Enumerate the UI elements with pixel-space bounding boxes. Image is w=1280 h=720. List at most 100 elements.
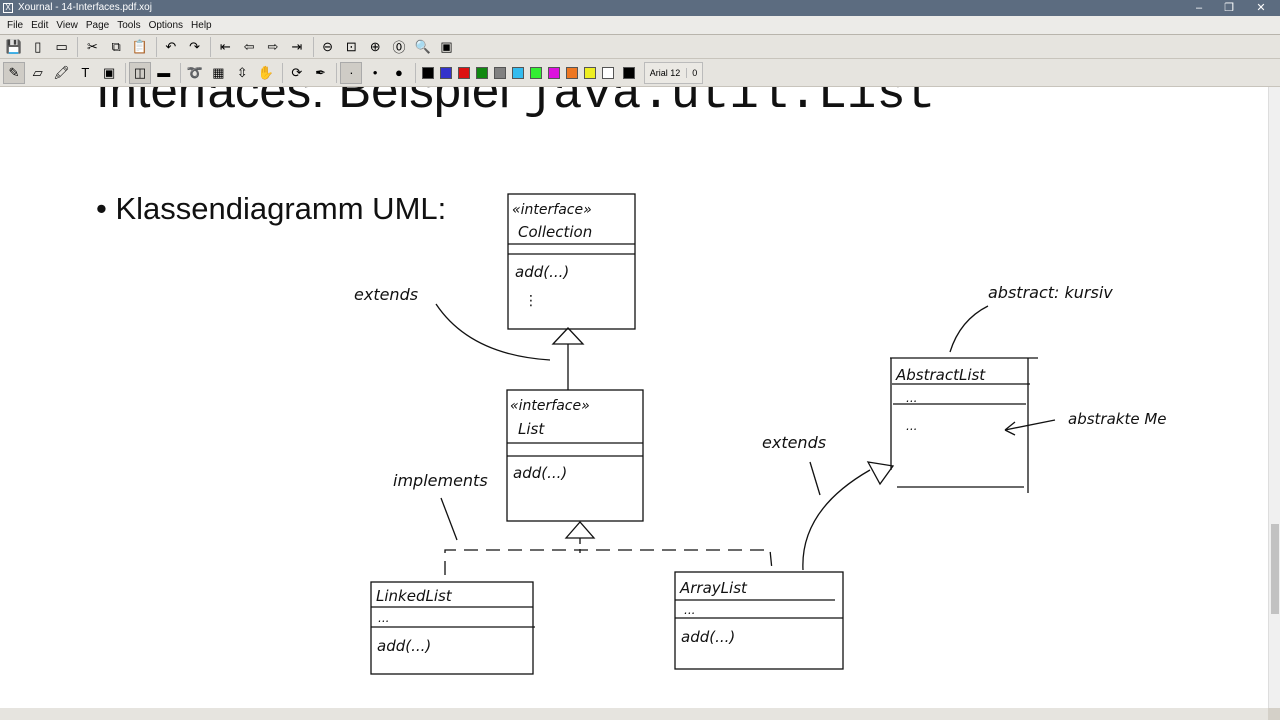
- copy-icon[interactable]: ⧉: [111, 38, 121, 54]
- main-toolbar: 💾 ▯ ▭ ✂ ⧉ 📋 ↶ ↷ ⇤ ⇦ ⇨ ⇥ ⊖ ⊡ ⊕ ⓪ 🔍 ▣: [0, 35, 1280, 59]
- ink-text: ArrayList: [679, 579, 748, 597]
- minimize-button[interactable]: –: [1195, 2, 1203, 14]
- ink-text: ...: [378, 611, 389, 625]
- ink-text: extends: [354, 285, 418, 304]
- font-value: 0: [686, 67, 697, 78]
- first-page-icon[interactable]: ⇤: [219, 38, 231, 54]
- zoom-100-icon[interactable]: ⓪: [392, 40, 406, 55]
- save-icon[interactable]: 💾: [5, 38, 23, 54]
- default-tool-icon[interactable]: ⟳: [291, 64, 303, 80]
- color-swatch[interactable]: [547, 66, 560, 79]
- ink-text: AbstractList: [895, 366, 986, 384]
- document-page[interactable]: Interfaces: Beispiel java.util.List • Kl…: [0, 87, 1268, 708]
- status-area: [0, 708, 1268, 720]
- slide-title: Interfaces: Beispiel java.util.List: [96, 87, 935, 122]
- ink-text: LinkedList: [376, 587, 453, 605]
- menu-options[interactable]: Options: [148, 20, 184, 31]
- zoom-fit-icon[interactable]: ⊡: [345, 38, 357, 54]
- color-swatch[interactable]: [511, 66, 524, 79]
- ink-text: ...: [906, 391, 917, 405]
- window-title: Xournal - 14-Interfaces.pdf.xoj: [18, 2, 152, 13]
- app-icon: X: [3, 3, 13, 13]
- close-button[interactable]: ✕: [1256, 2, 1266, 14]
- toolbar-separator: [414, 62, 416, 83]
- zoom-out-icon[interactable]: ⊖: [322, 38, 334, 54]
- image-tool-icon[interactable]: ▣: [103, 64, 116, 80]
- eraser-icon[interactable]: ▱: [32, 64, 43, 80]
- menu-edit[interactable]: Edit: [31, 20, 49, 31]
- toolbar-separator: [155, 36, 157, 57]
- ink-text: ...: [684, 603, 695, 617]
- ink-text: abstract: kursiv: [988, 283, 1113, 302]
- font-label: Arial 12: [649, 67, 681, 78]
- shape-recognizer-icon[interactable]: ◫: [128, 61, 151, 84]
- color-swatch[interactable]: [493, 66, 506, 79]
- ink-text: List: [518, 420, 545, 438]
- vertical-space-icon[interactable]: ⇳: [236, 64, 248, 80]
- color-swatch[interactable]: [475, 66, 488, 79]
- zoom-custom-icon[interactable]: 🔍: [414, 38, 431, 54]
- toolbar-separator: [312, 36, 314, 57]
- cut-icon[interactable]: ✂: [86, 38, 98, 54]
- tools-toolbar: ✎ ▱ 🖍 T ▣ ◫ ▬ ➰ ▦ ⇳ ✋ ⟳ ✒ · • ● Arial 12 0: [0, 59, 1280, 87]
- restore-button[interactable]: ❐: [1224, 2, 1234, 14]
- arraylist-box: [674, 571, 844, 670]
- color-swatch[interactable]: [421, 66, 434, 79]
- next-page-icon[interactable]: ⇨: [267, 38, 279, 54]
- zoom-in-icon[interactable]: ⊕: [369, 38, 381, 54]
- toolbar-separator: [77, 36, 79, 57]
- thickness-thick-icon[interactable]: ●: [395, 65, 403, 80]
- ink-text: add(...): [681, 628, 735, 646]
- title-text: Interfaces: Beispiel: [96, 87, 524, 118]
- ink-text: add(...): [515, 263, 569, 281]
- last-page-icon[interactable]: ⇥: [291, 38, 303, 54]
- menu-view[interactable]: View: [56, 20, 78, 31]
- paste-icon[interactable]: 📋: [131, 38, 149, 54]
- ink-text: «interface»: [510, 398, 590, 414]
- ink-text: implements: [393, 471, 488, 490]
- scrollbar-thumb[interactable]: [1271, 524, 1279, 614]
- pen-icon[interactable]: ✎: [3, 61, 25, 84]
- toolbar-separator: [179, 62, 181, 83]
- vertical-scrollbar[interactable]: [1268, 87, 1280, 708]
- thickness-fine-icon[interactable]: ·: [340, 61, 363, 84]
- open-icon[interactable]: ▭: [55, 38, 68, 54]
- toolbar-separator: [336, 62, 338, 83]
- ink-text: add(...): [513, 464, 567, 482]
- fullscreen-icon[interactable]: ▣: [440, 38, 453, 54]
- rect-select-icon[interactable]: ▦: [212, 64, 225, 80]
- menu-help[interactable]: Help: [191, 20, 212, 31]
- menu-tools[interactable]: Tools: [117, 20, 141, 31]
- color-swatch[interactable]: [565, 66, 578, 79]
- toolbar-separator: [210, 36, 212, 57]
- prev-page-icon[interactable]: ⇦: [243, 38, 255, 54]
- undo-icon[interactable]: ↶: [165, 38, 177, 54]
- menu-file[interactable]: File: [7, 20, 24, 31]
- ink-text: ⋮: [524, 293, 538, 309]
- ink-text: Collection: [518, 223, 592, 241]
- ink-text: extends: [762, 433, 826, 452]
- color-swatch[interactable]: [601, 66, 614, 79]
- toolbar-separator: [124, 62, 126, 83]
- color-swatch[interactable]: [583, 66, 596, 79]
- redo-icon[interactable]: ↷: [189, 38, 201, 54]
- color-swatch[interactable]: [529, 66, 542, 79]
- highlighter-icon[interactable]: 🖍: [53, 64, 70, 80]
- default-pen-icon[interactable]: ✒: [315, 64, 327, 80]
- new-icon[interactable]: ▯: [34, 38, 42, 54]
- ruler-icon[interactable]: ▬: [157, 65, 171, 80]
- ink-layer: «interface» Collection add(...) ⋮ extend…: [354, 193, 1167, 675]
- color-swatch[interactable]: [439, 66, 452, 79]
- thickness-medium-icon[interactable]: •: [372, 65, 378, 80]
- custom-color-button[interactable]: [622, 66, 635, 79]
- hand-icon[interactable]: ✋: [257, 64, 275, 80]
- lasso-select-icon[interactable]: ➰: [186, 64, 203, 80]
- linkedlist-box: [370, 581, 534, 675]
- text-tool-icon[interactable]: T: [81, 65, 90, 80]
- menu-page[interactable]: Page: [85, 20, 110, 31]
- ink-text: add(...): [377, 637, 431, 655]
- menu-bar: File Edit View Page Tools Options Help: [0, 16, 1280, 35]
- bullet-text: • Klassendiagramm UML:: [96, 191, 447, 226]
- color-swatch[interactable]: [457, 66, 470, 79]
- font-button[interactable]: Arial 12 0: [643, 61, 704, 84]
